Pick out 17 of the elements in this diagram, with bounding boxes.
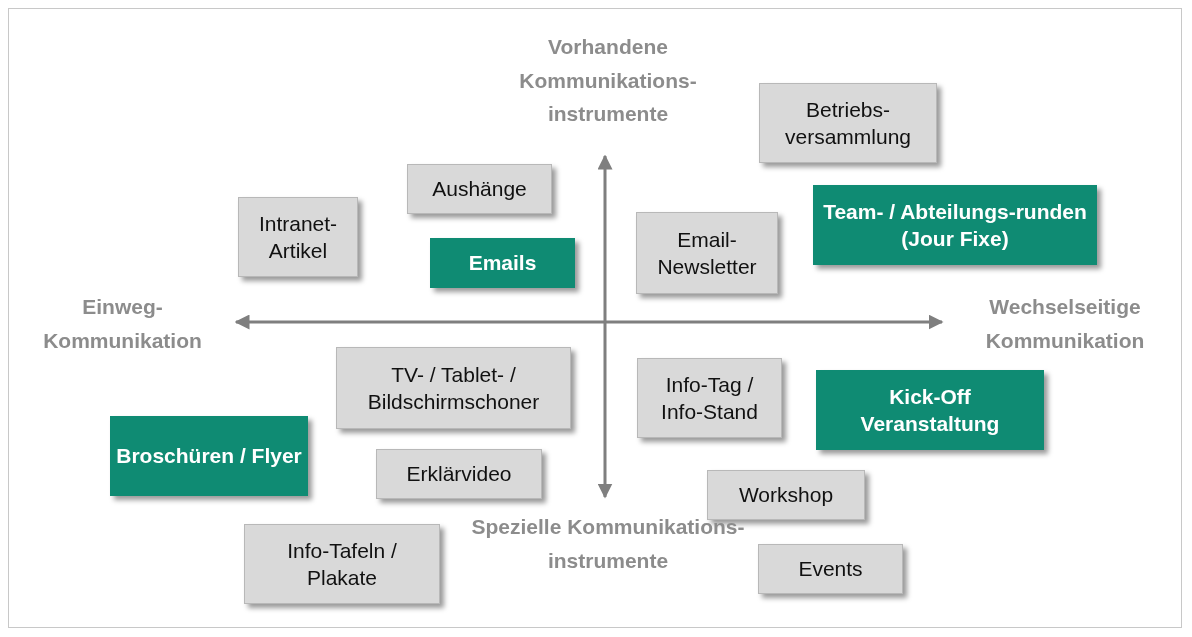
instrument-box: Intranet-Artikel bbox=[238, 197, 358, 277]
axis-label: Vorhandene Kommunikations-instrumente bbox=[518, 34, 698, 128]
instrument-box: Betriebs-versammlung bbox=[759, 83, 937, 163]
instrument-box: Events bbox=[758, 544, 903, 594]
instrument-box: TV- / Tablet- / Bildschirmschoner bbox=[336, 347, 571, 429]
instrument-box: Erklärvideo bbox=[376, 449, 542, 499]
instrument-box: Email-Newsletter bbox=[636, 212, 778, 294]
axis-label: Wechselseitige Kommunikation bbox=[984, 294, 1146, 354]
highlight-box: Broschüren / Flyer bbox=[110, 416, 308, 496]
highlight-box: Kick-Off Veranstaltung bbox=[816, 370, 1044, 450]
instrument-box: Aushänge bbox=[407, 164, 552, 214]
highlight-box: Emails bbox=[430, 238, 575, 288]
instrument-box: Workshop bbox=[707, 470, 865, 520]
axis-label: Einweg-Kommunikation bbox=[42, 294, 203, 354]
instrument-box: Info-Tag / Info-Stand bbox=[637, 358, 782, 438]
highlight-box: Team- / Abteilungs-runden (Jour Fixe) bbox=[813, 185, 1097, 265]
instrument-box: Info-Tafeln / Plakate bbox=[244, 524, 440, 604]
